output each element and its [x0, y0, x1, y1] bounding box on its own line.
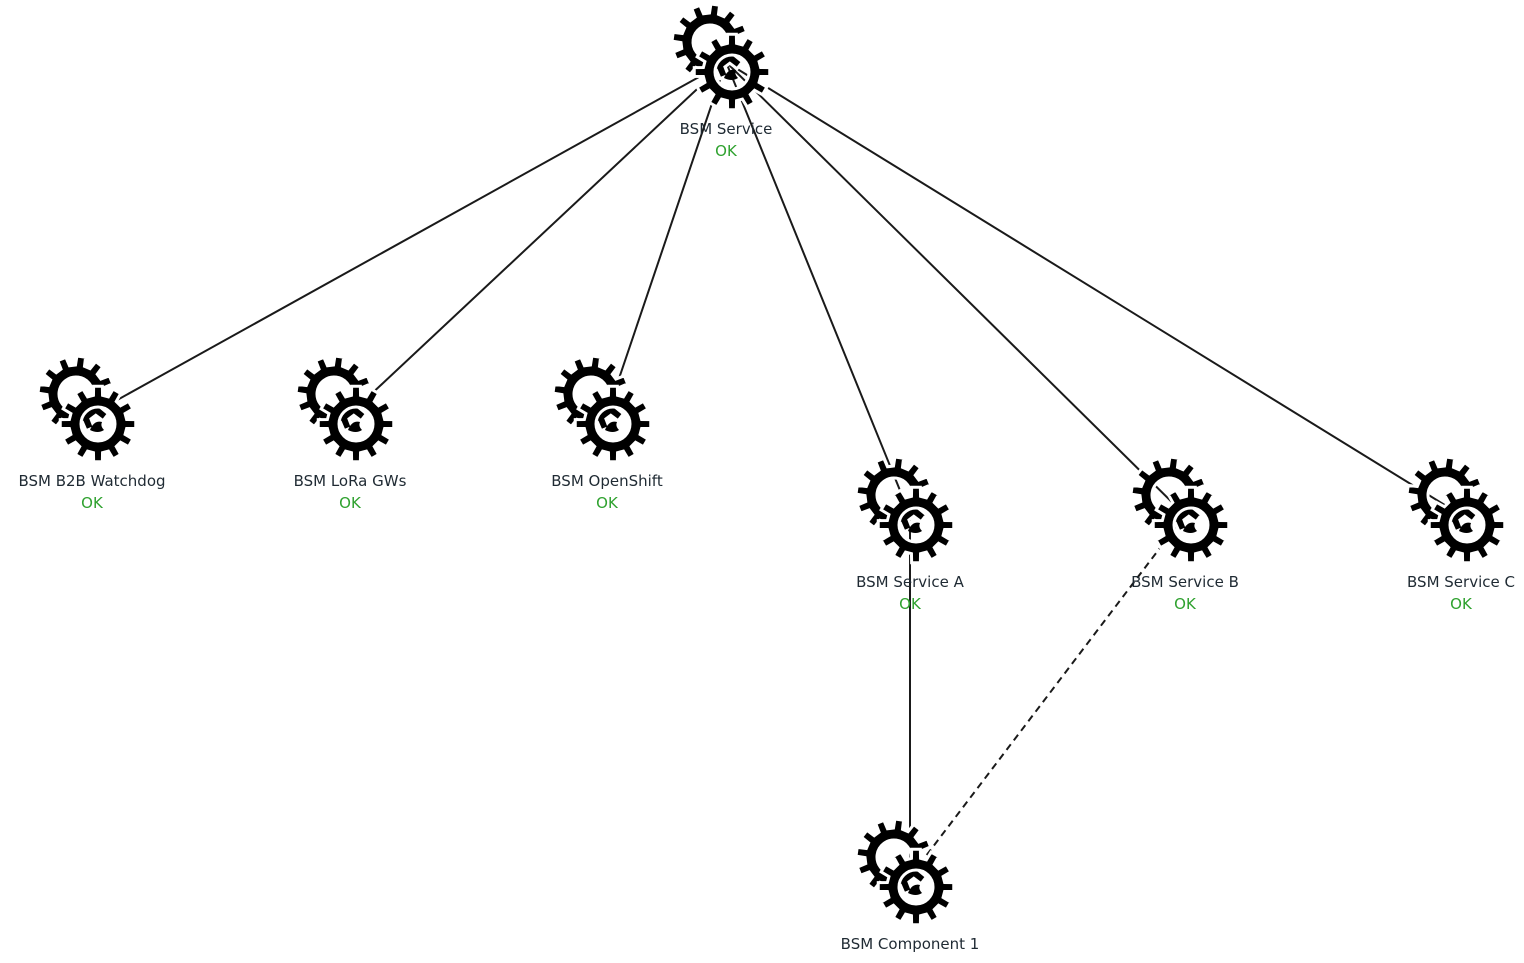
edge-bsm-service-b-to-bsm-component-1 — [909, 514, 1186, 878]
edges-layer — [91, 61, 1462, 878]
gears-icon[interactable] — [1124, 450, 1231, 565]
status-badge: OK — [339, 494, 362, 512]
status-badge: OK — [1450, 595, 1473, 613]
gears-icon[interactable] — [289, 349, 396, 464]
bsm-service-a-node[interactable]: BSM Service A OK — [849, 450, 965, 613]
status-badge: OK — [715, 142, 738, 160]
gears-icon[interactable] — [849, 450, 956, 565]
bsm-component-1-node[interactable]: BSM Component 1 — [841, 812, 980, 953]
status-badge: OK — [81, 494, 104, 512]
gears-icon[interactable] — [31, 349, 138, 464]
status-badge: OK — [1174, 595, 1197, 613]
edge-bsm-service-to-bsm-service-a — [725, 61, 911, 516]
gears-icon[interactable] — [546, 349, 653, 464]
bsm-service-b-node[interactable]: BSM Service B OK — [1124, 450, 1239, 613]
gears-icon[interactable] — [849, 812, 956, 927]
edge-bsm-service-to-bsm-lora-gws — [349, 61, 727, 415]
node-label: BSM Component 1 — [841, 935, 980, 953]
node-label: BSM Service — [680, 120, 773, 138]
edge-bsm-service-to-bsm-service-b — [725, 61, 1186, 516]
gears-icon[interactable] — [665, 0, 772, 112]
node-label: BSM B2B Watchdog — [18, 472, 165, 490]
bsm-service-c-node[interactable]: BSM Service C OK — [1400, 450, 1515, 613]
gears-icon[interactable] — [1400, 450, 1507, 565]
node-label: BSM OpenShift — [551, 472, 663, 490]
node-label: BSM LoRa GWs — [294, 472, 407, 490]
node-label: BSM Service C — [1407, 573, 1515, 591]
node-label: BSM Service B — [1131, 573, 1239, 591]
status-badge: OK — [596, 494, 619, 512]
node-label: BSM Service A — [856, 573, 964, 591]
edge-bsm-service-to-bsm-service-c — [725, 61, 1462, 516]
edge-bsm-service-to-bsm-b2b-watchdog — [91, 61, 727, 415]
edge-bsm-service-to-bsm-openshift — [606, 61, 727, 415]
status-badge: OK — [899, 595, 922, 613]
